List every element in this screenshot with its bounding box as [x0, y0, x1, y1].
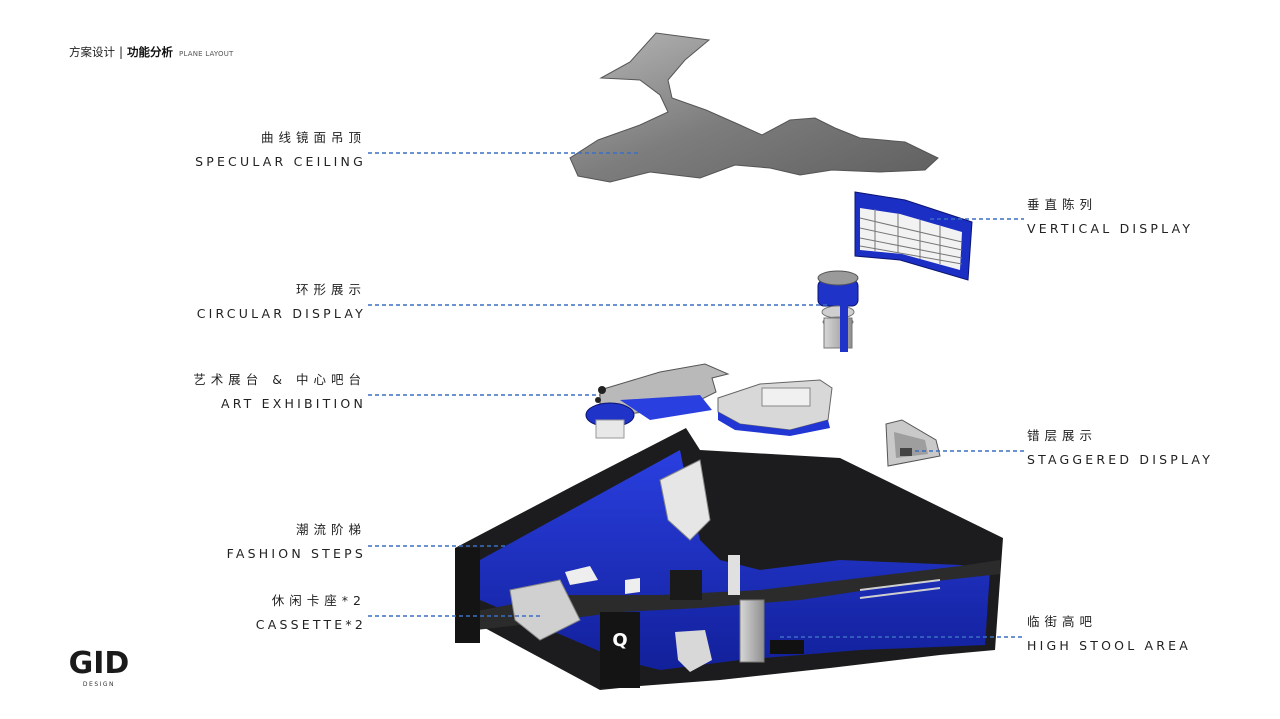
label-en: FASHION STEPS: [226, 546, 366, 561]
function-title: 功能分析: [127, 45, 174, 59]
circular-display-shape: [817, 270, 859, 352]
label-en: STAGGERED DISPLAY: [1027, 452, 1214, 467]
staggered-display-shape: [885, 419, 941, 467]
label-cassette: 休闲卡座*2 CASSETTE*2: [256, 593, 366, 633]
label-en: VERTICAL DISPLAY: [1027, 221, 1194, 236]
label-en: CASSETTE*2: [255, 617, 366, 632]
label-zh: 艺术展台 & 中心吧台: [193, 372, 366, 387]
logo-sub: DESIGN: [82, 681, 116, 688]
logo-mark: GID: [68, 646, 130, 681]
leader-lines: [368, 152, 1024, 638]
label-fashion-steps: 潮流阶梯 FASHION STEPS: [227, 522, 366, 562]
label-zh: 环形展示: [295, 282, 366, 297]
label-art-exhibition: 艺术展台 & 中心吧台 ART EXHIBITION: [193, 372, 366, 412]
label-en: ART EXHIBITION: [220, 396, 366, 411]
specular-ceiling-shape: [569, 32, 939, 183]
label-circular-display: 环形展示 CIRCULAR DISPLAY: [197, 282, 366, 322]
label-specular-ceiling: 曲线镜面吊顶 SPECULAR CEILING: [195, 130, 366, 170]
label-en: CIRCULAR DISPLAY: [196, 306, 366, 321]
label-zh: 潮流阶梯: [295, 522, 366, 537]
label-zh: 休闲卡座*2: [271, 593, 366, 608]
svg-text:Q: Q: [612, 630, 627, 651]
label-en: HIGH STOOL AREA: [1027, 638, 1192, 653]
art-exhibition-shape: [585, 363, 833, 439]
label-zh: 错层展示: [1027, 428, 1098, 443]
label-high-stool-area: 临街高吧 HIGH STOOL AREA: [1027, 614, 1191, 654]
page-header: 方案设计 | 功能分析 PLANE LAYOUT: [69, 44, 234, 60]
label-staggered-display: 错层展示 STAGGERED DISPLAY: [1027, 428, 1213, 468]
section-title: 方案设计: [69, 45, 115, 59]
label-vertical-display: 垂直陈列 VERTICAL DISPLAY: [1027, 197, 1193, 237]
label-zh: 垂直陈列: [1027, 197, 1098, 212]
header-subtitle: PLANE LAYOUT: [179, 50, 234, 58]
label-zh: 临街高吧: [1027, 614, 1098, 629]
vertical-display-shape: [854, 191, 973, 281]
header-separator: |: [119, 45, 124, 59]
label-zh: 曲线镜面吊顶: [260, 130, 366, 145]
label-en: SPECULAR CEILING: [195, 154, 366, 169]
store-body-shape: Q: [455, 428, 1003, 690]
gid-logo: GID DESIGN: [68, 646, 130, 689]
